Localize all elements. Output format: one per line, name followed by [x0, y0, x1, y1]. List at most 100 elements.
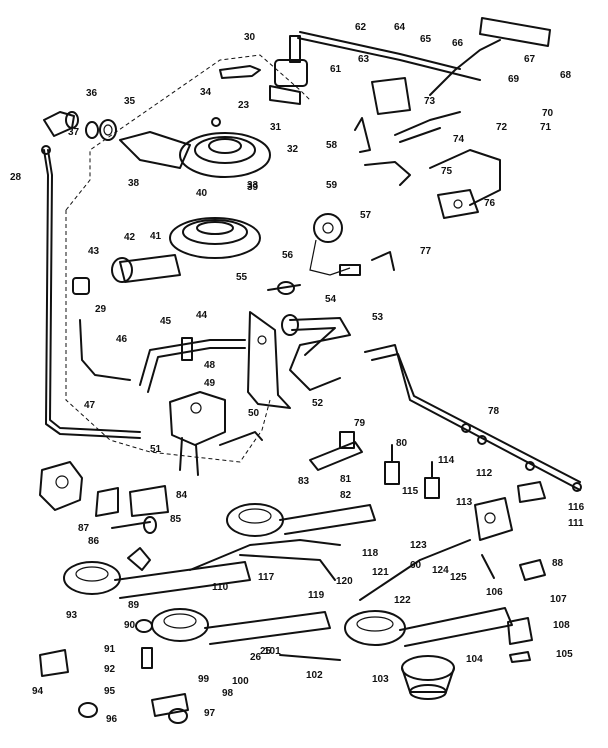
lower-burner-center: [226, 503, 376, 537]
part-label-30: 30: [244, 32, 256, 43]
part-label-50: 50: [248, 408, 260, 419]
orifice-91: [141, 647, 153, 669]
part-label-125: 125: [450, 572, 467, 583]
bracket-52: [247, 311, 291, 409]
part-label-80: 80: [396, 438, 408, 449]
tube-85: [111, 516, 157, 534]
part-label-57: 57: [360, 210, 372, 221]
part-label-42: 42: [124, 232, 136, 243]
part-label-62: 62: [355, 22, 367, 33]
part-label-58: 58: [326, 140, 338, 151]
part-label-106: 106: [486, 587, 503, 598]
part-label-69: 69: [508, 74, 520, 85]
part-label-77: 77: [420, 246, 432, 257]
part-label-65: 65: [420, 34, 432, 45]
part-label-114: 114: [438, 455, 455, 466]
part-label-76: 76: [484, 198, 496, 209]
part-label-102: 102: [306, 670, 323, 681]
part-label-97: 97: [204, 708, 216, 719]
part-label-71: 71: [540, 122, 552, 133]
valve-body-112: [474, 497, 513, 541]
part-label-41: 41: [150, 231, 162, 242]
part-label-111: 111: [568, 518, 584, 529]
part-label-88: 88: [552, 558, 564, 569]
connector-77: [371, 251, 395, 271]
orifice-34: [219, 65, 261, 79]
burner-40: [111, 217, 261, 283]
part-label-60: 60: [410, 560, 422, 571]
part-label-37: 37: [68, 127, 80, 138]
part-label-40: 40: [196, 188, 208, 199]
gas-tube-62: [297, 31, 481, 81]
part-label-72: 72: [496, 122, 508, 133]
part-label-103: 103: [372, 674, 389, 685]
elbow-fitting-36: [43, 111, 79, 137]
wire-harness: [309, 239, 361, 276]
part-label-120: 120: [336, 576, 353, 587]
part-label-116: 116: [568, 502, 585, 513]
part-label-105: 105: [556, 649, 573, 660]
bracket-59: [364, 161, 411, 186]
part-label-74: 74: [453, 134, 465, 145]
part-label-124: 124: [432, 565, 449, 576]
part-label-86: 86: [88, 536, 100, 547]
part-label-110: 110: [212, 582, 229, 593]
part-label-95: 95: [104, 686, 116, 697]
part-label-87: 87: [78, 523, 90, 534]
washer-37: [85, 121, 99, 139]
part-label-64: 64: [394, 22, 406, 33]
assembly-outline: [65, 54, 311, 463]
part-label-67: 67: [524, 54, 536, 65]
pressure-regulator-57: [313, 213, 343, 243]
fitting-88: [519, 559, 546, 581]
bracket-68: [479, 17, 551, 47]
tube-123: [359, 539, 471, 601]
part-label-118: 118: [362, 548, 379, 559]
part-label-33: 33: [247, 180, 259, 191]
part-label-101: 101: [264, 646, 281, 657]
part-label-35: 35: [124, 96, 136, 107]
part-label-54: 54: [325, 294, 337, 305]
lower-burner-right: [344, 607, 513, 647]
bracket-87: [95, 487, 119, 517]
part-label-90: 90: [124, 620, 136, 631]
tube-117: [239, 554, 336, 581]
part-label-61: 61: [330, 64, 342, 75]
part-label-108: 108: [553, 620, 570, 631]
part-label-84: 84: [176, 490, 188, 501]
burner-tube-51: [219, 431, 263, 446]
lower-burner-left: [63, 561, 251, 599]
part-label-94: 94: [32, 686, 44, 697]
tube-46: [79, 319, 131, 381]
nut-97: [168, 708, 188, 724]
tube-118: [189, 539, 341, 571]
bracket-98: [151, 693, 189, 717]
part-label-93: 93: [66, 610, 78, 621]
part-label-63: 63: [358, 54, 370, 65]
part-label-96: 96: [106, 714, 118, 725]
part-label-53: 53: [372, 312, 384, 323]
burner-cup-104: [401, 655, 455, 700]
valve-80: [384, 444, 400, 485]
part-label-78: 78: [488, 406, 500, 417]
tube-45: [139, 339, 246, 393]
part-label-43: 43: [88, 246, 100, 257]
part-label-47: 47: [84, 400, 96, 411]
supply-tube-28: [41, 145, 141, 439]
part-label-85: 85: [170, 514, 182, 525]
part-label-51: 51: [150, 444, 162, 455]
part-label-119: 119: [308, 590, 325, 601]
screw-106: [481, 554, 495, 579]
part-label-68: 68: [560, 70, 572, 81]
screw-55: [267, 281, 301, 295]
part-label-23: 23: [238, 100, 250, 111]
part-label-122: 122: [394, 595, 411, 606]
bracket-94: [39, 649, 69, 677]
part-label-52: 52: [312, 398, 324, 409]
switch-63: [371, 77, 411, 115]
part-label-59: 59: [326, 180, 338, 191]
manifold-79: [309, 431, 363, 471]
ignition-wire-75: [429, 149, 501, 206]
